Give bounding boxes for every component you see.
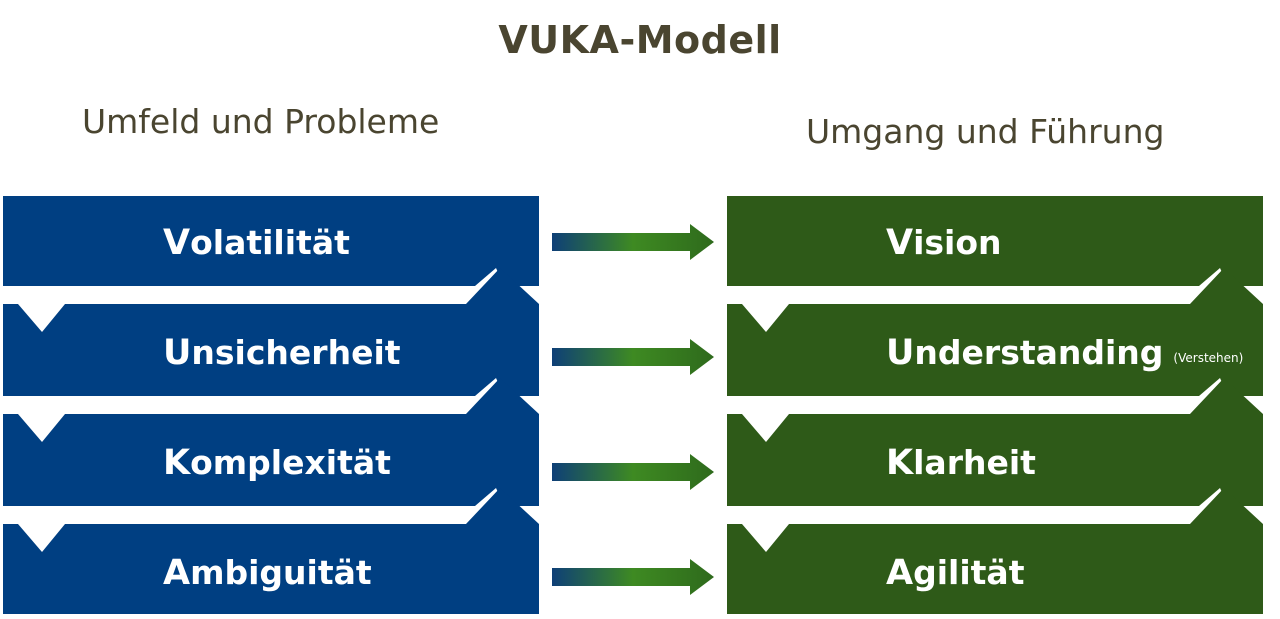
arrow-icon: [552, 339, 714, 375]
right-label-agility: Agilität: [886, 553, 1025, 593]
right-heading: Umgang und Führung: [806, 112, 1165, 151]
arrow-icon: [552, 454, 714, 490]
arrow-icon: [552, 559, 714, 595]
left-label-ambiguity: Ambiguität: [163, 553, 372, 593]
left-heading: Umfeld und Probleme: [82, 102, 440, 141]
right-block-4: [727, 488, 1263, 614]
right-block-1: [727, 196, 1263, 286]
arrow-icon: [552, 224, 714, 260]
right-block-2: [727, 268, 1263, 396]
right-label-clarity: Klarheit: [886, 443, 1036, 483]
left-label-volatility: Volatilität: [163, 223, 350, 263]
left-label-complexity: Komplexität: [163, 443, 391, 483]
left-block-1: [3, 196, 539, 286]
understanding-note: (Verstehen): [1173, 351, 1244, 365]
left-label-uncertainty: Unsicherheit: [163, 333, 401, 373]
right-label-vision: Vision: [886, 223, 1002, 263]
left-block-3: [3, 378, 539, 506]
left-block-2: [3, 268, 539, 396]
right-label-understanding: Understanding(Verstehen): [886, 333, 1244, 373]
right-block-3: [727, 378, 1263, 506]
diagram-title: VUKA-Modell: [498, 18, 782, 62]
left-block-4: [3, 488, 539, 614]
